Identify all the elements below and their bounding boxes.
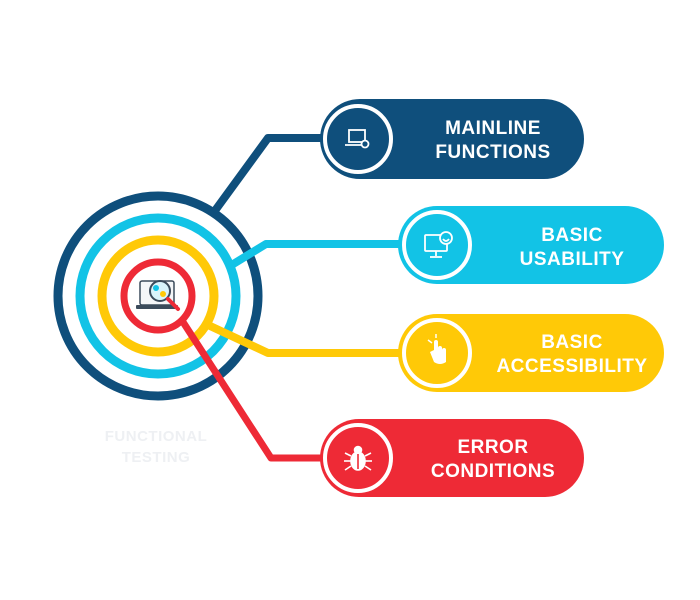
branch-basic-accessibility: BASIC ACCESSIBILITY: [398, 314, 664, 392]
connector-error: [180, 320, 326, 462]
connector-accessibility: [206, 321, 404, 357]
mainline-line1: MAINLINE: [445, 118, 541, 139]
mainline-line2: FUNCTIONS: [435, 142, 550, 163]
error-line1: ERROR: [457, 437, 528, 458]
ring-red: [120, 258, 196, 334]
monitor-smiley-icon: [424, 231, 453, 258]
accessibility-line2: ACCESSIBILITY: [496, 356, 647, 377]
usability-line1: BASIC: [541, 225, 603, 246]
ring-cyan: [75, 213, 241, 379]
connector-mainline: [210, 134, 326, 215]
bug-icon: [344, 445, 372, 471]
accessibility-line1: BASIC: [541, 332, 603, 353]
ring-yellow: [97, 235, 219, 357]
branch-mainline-functions: MAINLINE FUNCTIONS: [320, 99, 584, 179]
center-title-line2: TESTING: [122, 449, 191, 466]
ring-navy: [53, 191, 263, 401]
usability-line2: USABILITY: [520, 249, 625, 270]
connector-usability: [227, 240, 404, 270]
target-rings: [53, 191, 263, 401]
pointer-hand-icon: [427, 334, 446, 364]
laptop-gear-icon: [345, 129, 370, 149]
icon-ring-mainline: [323, 104, 393, 174]
connectors: [180, 134, 404, 462]
branch-basic-usability: BASIC USABILITY: [398, 206, 664, 284]
icon-ring-usability: [402, 210, 472, 280]
branch-error-conditions: ERROR CONDITIONS: [320, 419, 584, 497]
center-title-line1: FUNCTIONAL: [105, 428, 208, 445]
magnifier-screen-icon: [136, 280, 180, 311]
error-line2: CONDITIONS: [431, 461, 555, 482]
